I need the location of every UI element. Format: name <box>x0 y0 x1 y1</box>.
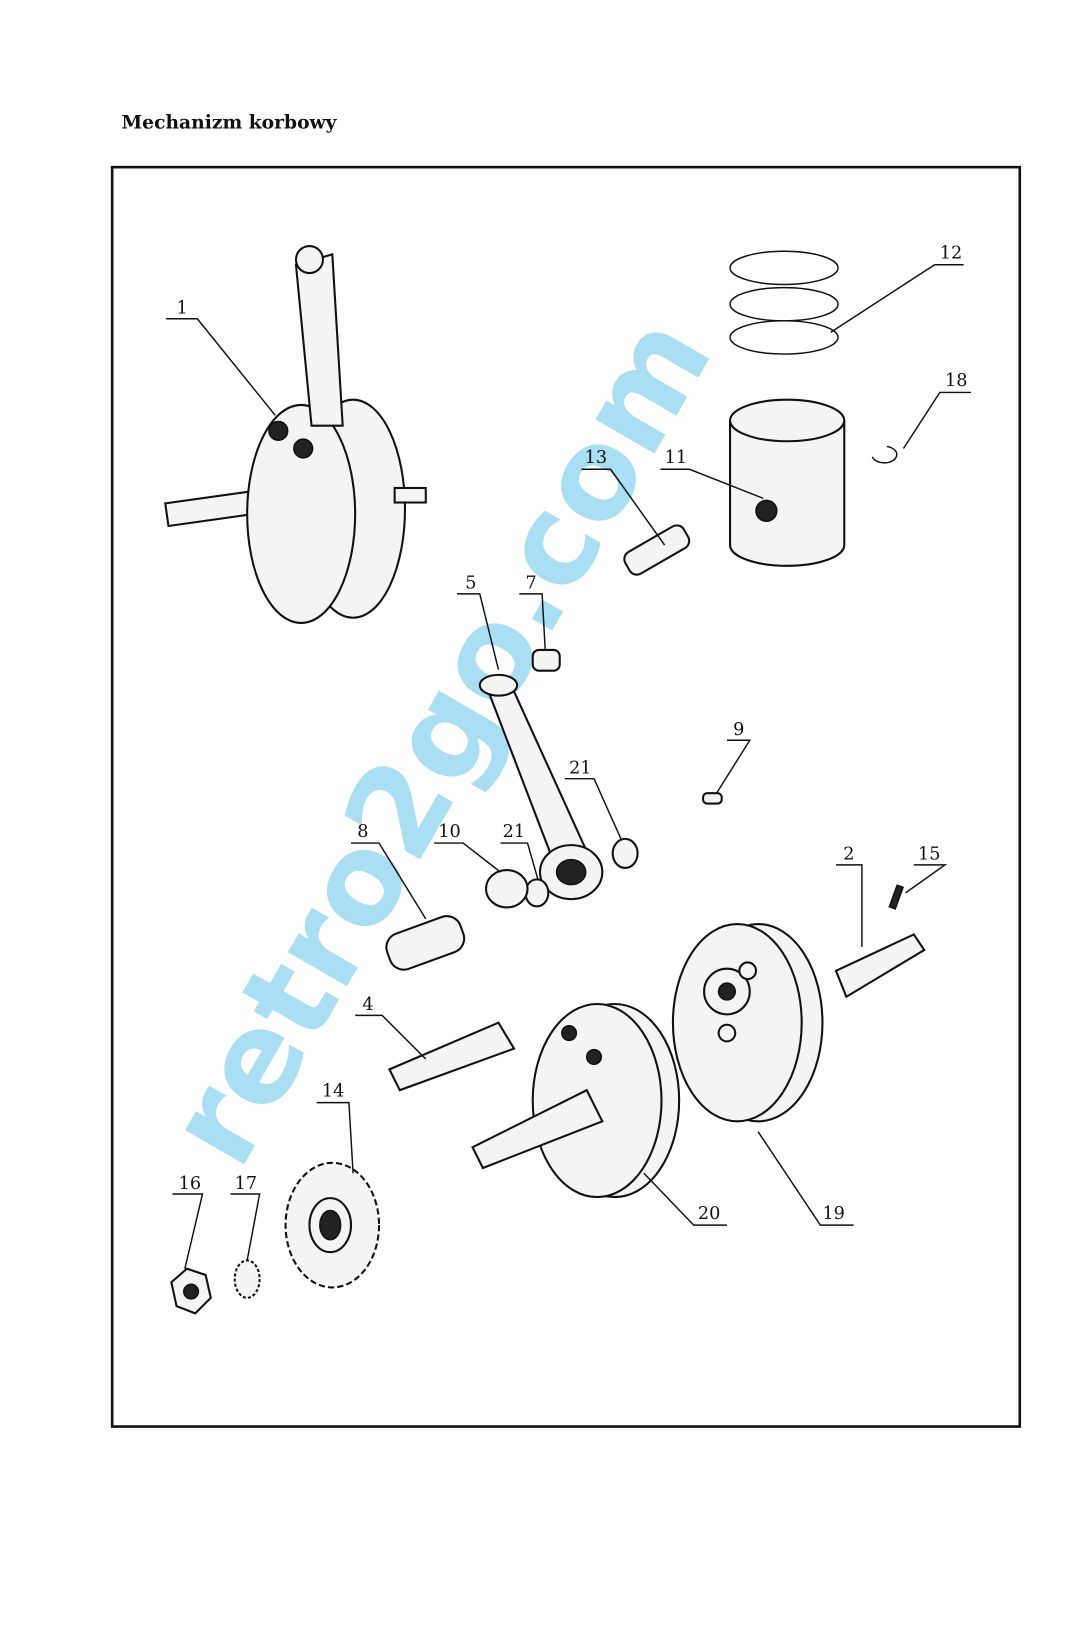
svg-text:10: 10 <box>438 822 460 842</box>
svg-text:17: 17 <box>235 1174 257 1194</box>
right-shaft-journal <box>834 933 926 999</box>
svg-text:2: 2 <box>843 845 854 865</box>
left-flywheel <box>471 1002 681 1199</box>
part-label-16: 16 <box>172 1174 204 1269</box>
part-label-14: 14 <box>316 1081 354 1174</box>
needle-bearing <box>484 869 529 909</box>
lock-washer <box>233 1259 261 1299</box>
part-label-13: 13 <box>581 448 666 546</box>
part-label-19: 19 <box>757 1131 854 1226</box>
washer <box>611 837 639 870</box>
svg-text:4: 4 <box>362 995 373 1015</box>
crank-pin <box>385 915 466 971</box>
svg-text:5: 5 <box>465 574 476 594</box>
part-label-21: 21 <box>500 822 539 880</box>
svg-text:7: 7 <box>525 574 536 594</box>
page-title: Mechanizm korbowy <box>122 112 338 134</box>
part-label-20: 20 <box>643 1172 727 1226</box>
part-label-12: 12 <box>830 244 964 333</box>
svg-text:8: 8 <box>357 822 368 842</box>
piston-rings <box>729 250 839 355</box>
circlip <box>871 445 898 464</box>
left-shaft-journal <box>388 1021 516 1092</box>
small-end-bushing <box>531 648 561 672</box>
svg-text:14: 14 <box>322 1081 344 1101</box>
part-label-11: 11 <box>660 448 764 500</box>
svg-text:21: 21 <box>569 758 591 778</box>
connecting-rod <box>478 673 604 901</box>
svg-text:1: 1 <box>177 299 188 319</box>
piston <box>729 398 846 567</box>
part-label-21: 21 <box>564 758 622 840</box>
svg-text:11: 11 <box>665 448 687 468</box>
piston-pin <box>623 524 691 576</box>
svg-text:13: 13 <box>585 448 607 468</box>
sprocket <box>284 1161 381 1289</box>
svg-text:20: 20 <box>698 1204 720 1224</box>
washer <box>524 878 550 908</box>
part-label-18: 18 <box>902 371 971 449</box>
pin-9 <box>702 792 723 805</box>
svg-text:18: 18 <box>945 371 967 391</box>
svg-text:15: 15 <box>918 845 940 865</box>
svg-text:9: 9 <box>733 720 744 740</box>
part-label-1: 1 <box>166 299 276 416</box>
part-label-8: 8 <box>351 822 427 920</box>
part-label-4: 4 <box>355 995 427 1060</box>
svg-text:12: 12 <box>940 244 962 264</box>
svg-text:16: 16 <box>179 1174 201 1194</box>
crankshaft-assembly <box>164 245 427 624</box>
svg-text:19: 19 <box>822 1204 844 1224</box>
part-label-15: 15 <box>905 845 948 894</box>
part-label-10: 10 <box>434 822 501 873</box>
part-label-5: 5 <box>456 574 500 670</box>
part-label-9: 9 <box>715 720 752 794</box>
diagram-frame <box>110 165 1022 1428</box>
key <box>888 884 905 910</box>
part-label-7: 7 <box>519 574 546 649</box>
part-label-2: 2 <box>835 845 863 947</box>
right-flywheel <box>671 922 824 1123</box>
svg-text:21: 21 <box>503 822 525 842</box>
part-label-17: 17 <box>230 1174 261 1261</box>
